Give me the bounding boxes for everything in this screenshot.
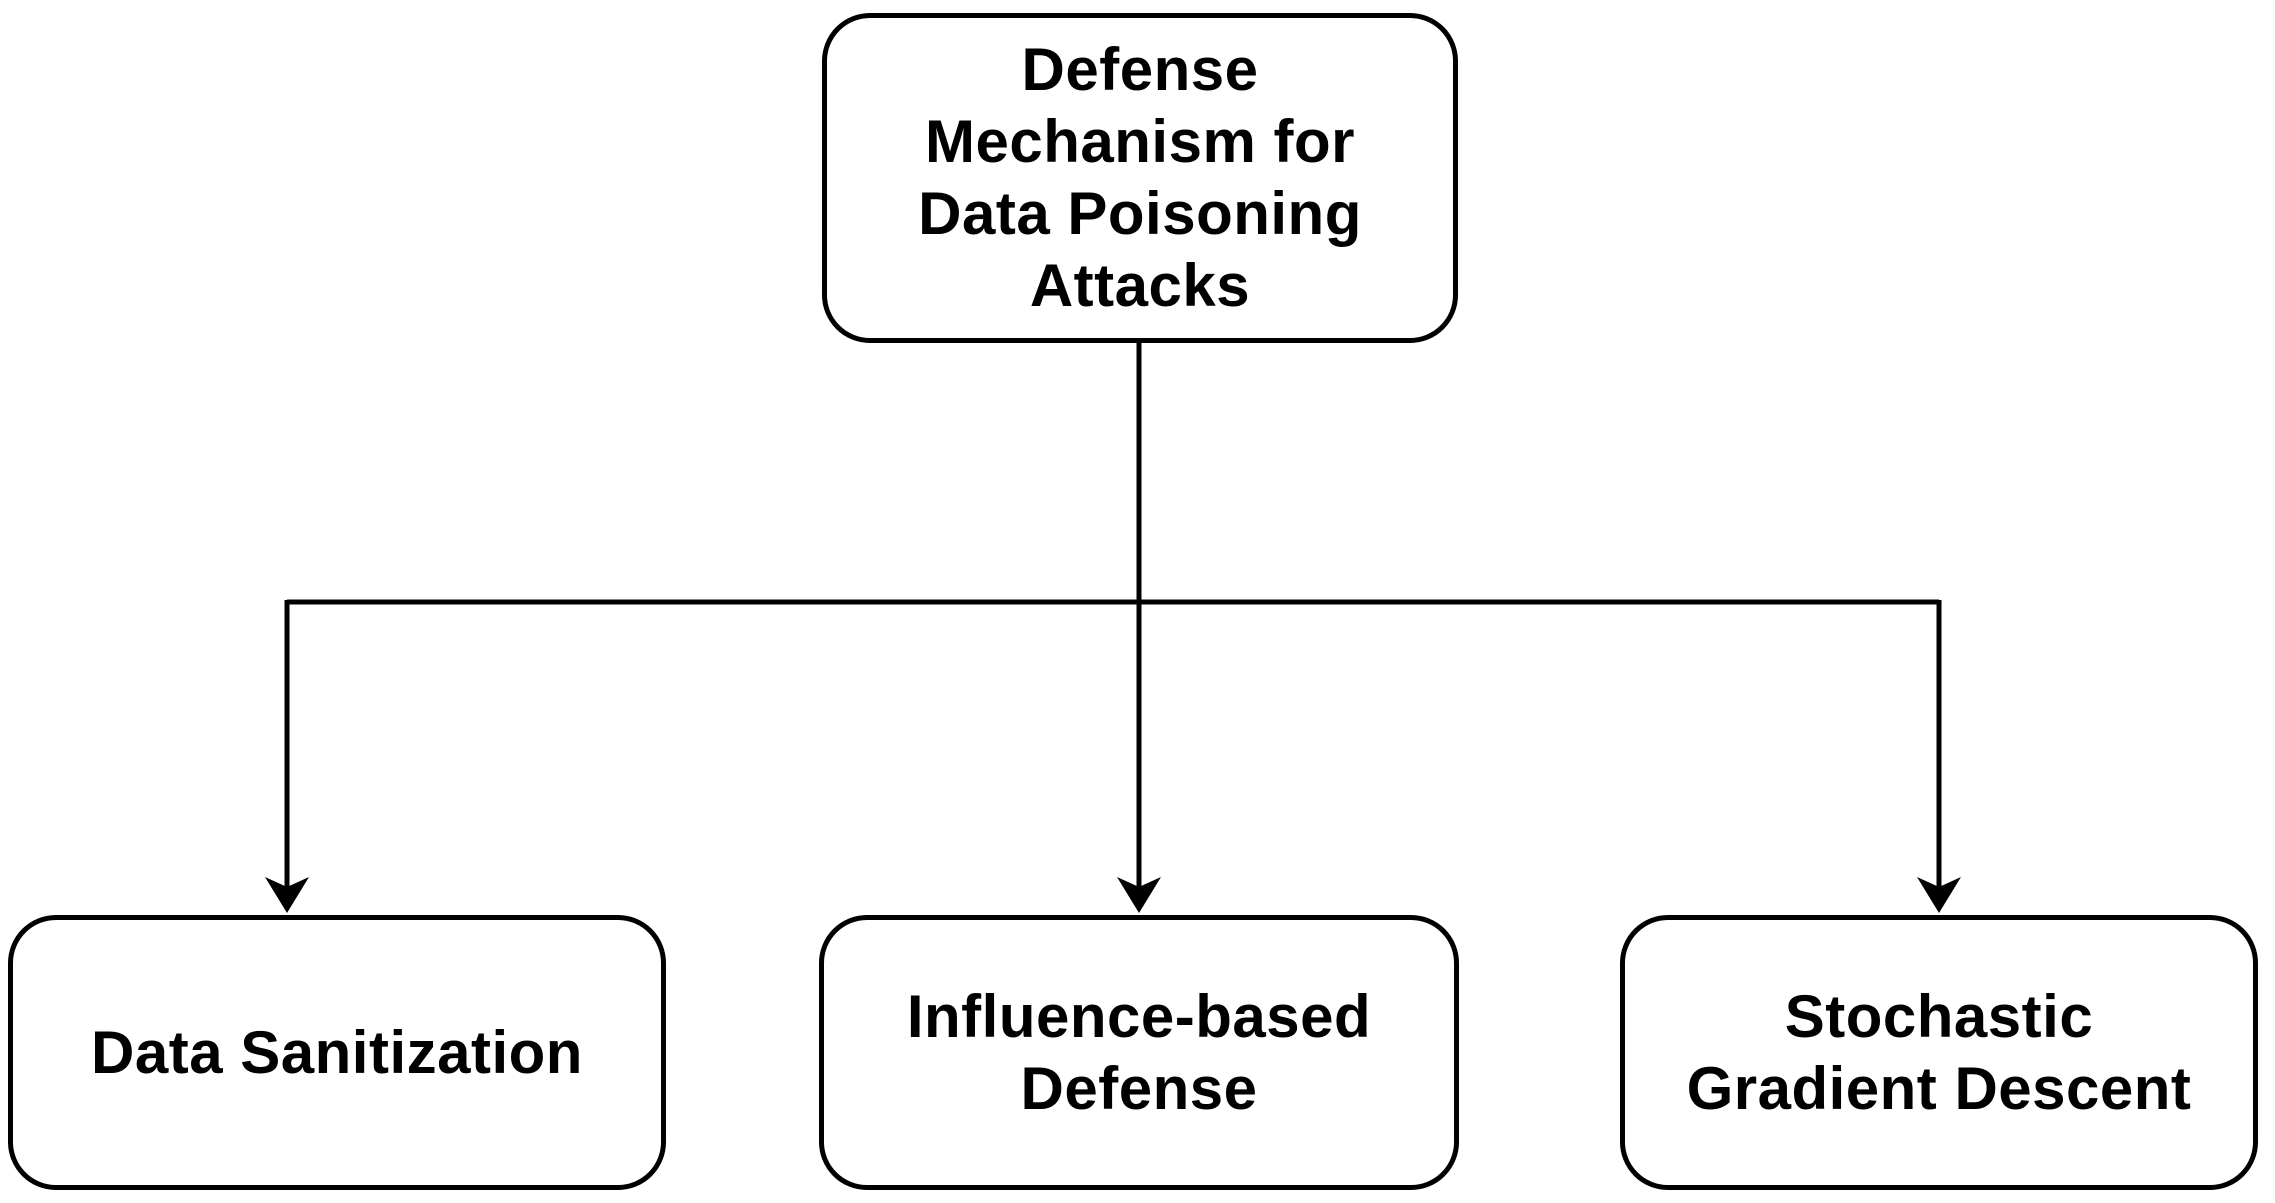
node-stochastic-gradient-descent-label: Stochastic Gradient Descent [1686,982,2192,1122]
arrowhead-left-icon [265,877,309,913]
node-data-sanitization: Data Sanitization [8,915,666,1190]
node-stochastic-gradient-descent: Stochastic Gradient Descent [1620,915,2258,1190]
node-defense-mechanism-label: Defense Mechanism for Data Poisoning Att… [918,36,1362,319]
arrowhead-middle-icon [1117,877,1161,913]
node-data-sanitization-label: Data Sanitization [91,1018,583,1086]
node-defense-mechanism: Defense Mechanism for Data Poisoning Att… [822,13,1458,343]
arrowhead-right-icon [1917,877,1961,913]
node-influence-based-defense-label: Influence-based Defense [906,982,1372,1122]
node-influence-based-defense: Influence-based Defense [819,915,1459,1190]
